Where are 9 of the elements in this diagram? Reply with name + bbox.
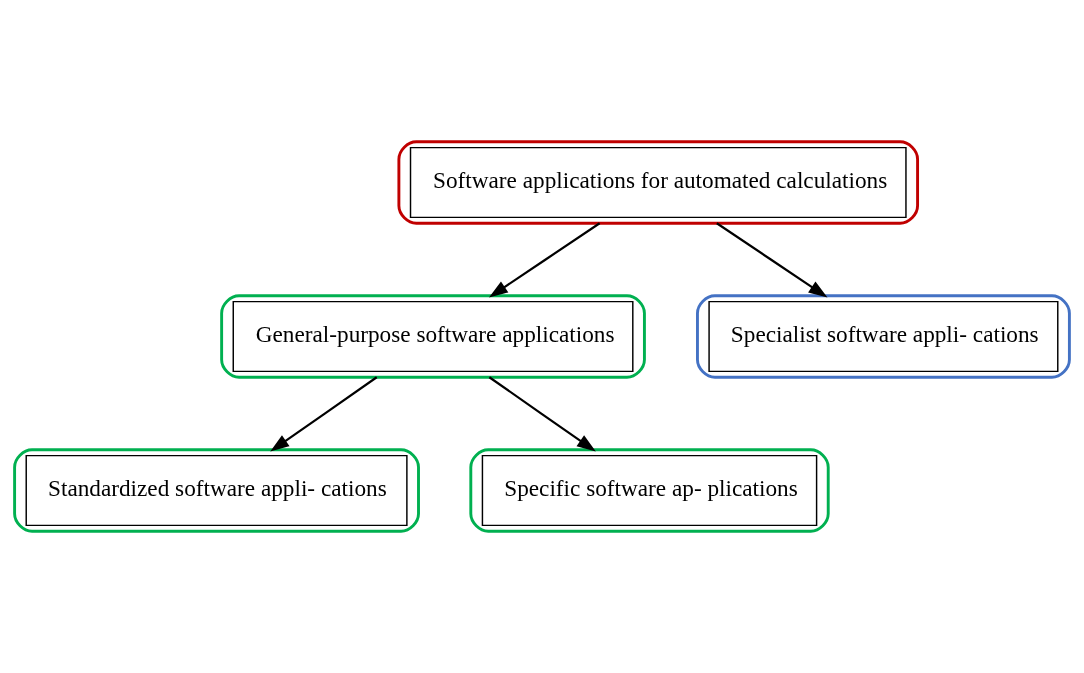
node-box: Software applications for automated calculations	[397, 140, 920, 225]
arrow	[489, 222, 601, 298]
arrow	[270, 376, 378, 452]
node-box: Specialist software appli- cations	[696, 294, 1071, 379]
node-box: General-purpose software applications	[220, 294, 646, 379]
arrow	[716, 222, 828, 298]
node-box: Standardized software appli- cations	[13, 448, 420, 533]
node-box: Specific software ap- plications	[469, 448, 830, 533]
arrow	[488, 376, 596, 452]
